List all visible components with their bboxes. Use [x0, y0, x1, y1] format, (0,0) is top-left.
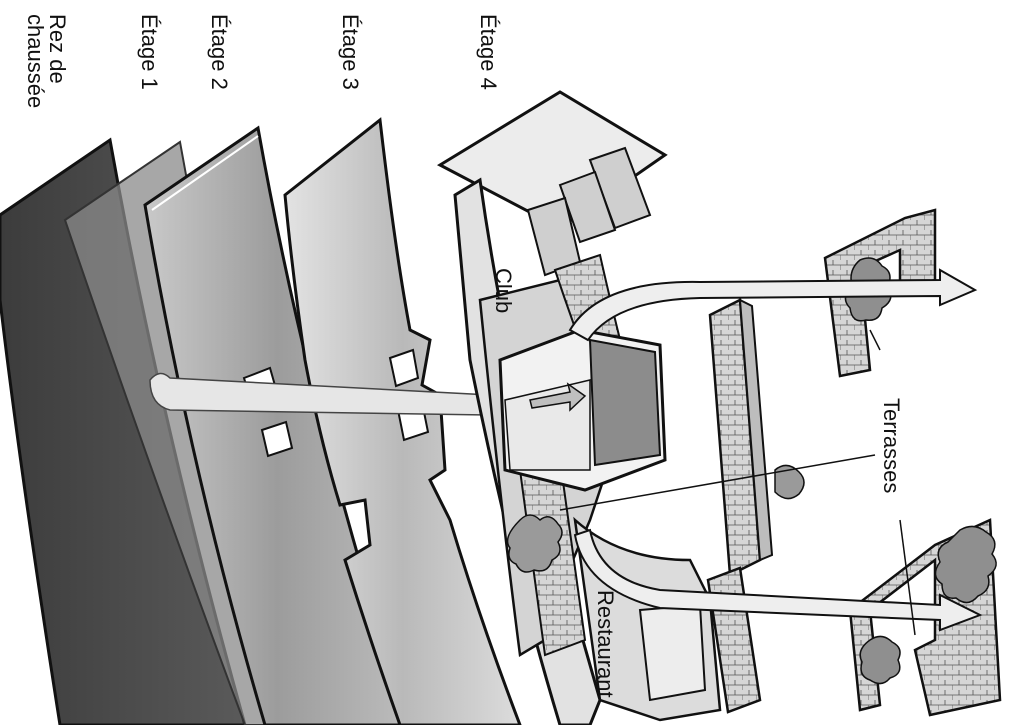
label-restaurant: Restaurant: [593, 590, 618, 698]
label-etage-2: Étage 2: [207, 14, 232, 90]
label-etage-3: Étage 3: [338, 14, 363, 90]
brick-fin-wall: [708, 300, 804, 712]
label-terrasses: Terrasses: [879, 398, 904, 493]
label-club: Club: [491, 268, 516, 313]
label-etage-4: Étage 4: [476, 14, 501, 90]
circulation-arrow-club-to-terrace: [570, 270, 975, 340]
label-rez-de-chaussee-2: chaussée: [23, 14, 48, 108]
label-etage-1: Étage 1: [137, 14, 162, 90]
